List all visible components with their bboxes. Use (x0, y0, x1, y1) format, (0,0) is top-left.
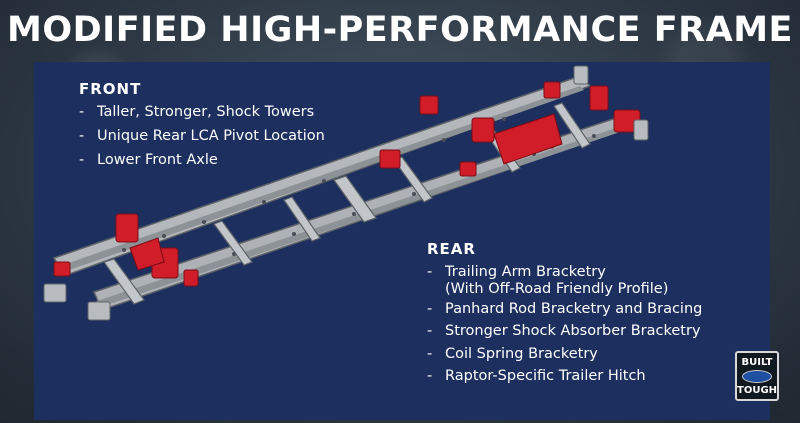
rear-feature-item: -Raptor-Specific Trailer Hitch (427, 368, 646, 384)
frame-illustration (43, 65, 649, 321)
slide-title: MODIFIED HIGH-PERFORMANCE FRAME (7, 10, 793, 50)
rear-feature-item: -Stronger Shock Absorber Bracketry (427, 323, 701, 339)
front-heading: FRONT (79, 80, 142, 98)
front-feature-item: -Taller, Stronger, Shock Towers (79, 104, 315, 120)
frame-end-brackets (43, 65, 649, 321)
ford-oval-icon (742, 370, 772, 383)
rear-heading: REAR (427, 240, 476, 258)
front-feature-list: -Taller, Stronger, Shock Towers -Unique … (79, 100, 325, 172)
built-tough-logo: BUILT TOUGH (735, 351, 779, 401)
front-feature-item: -Unique Rear LCA Pivot Location (79, 128, 325, 144)
rear-feature-item: -Trailing Arm Bracketry(With Off-Road Fr… (427, 261, 702, 298)
front-feature-item: -Lower Front Axle (79, 152, 218, 168)
rear-feature-item: -Coil Spring Bracketry (427, 345, 598, 362)
rear-feature-subline: (With Off-Road Friendly Profile) (445, 280, 669, 297)
rear-feature-item: -Panhard Rod Bracketry and Bracing (427, 300, 703, 317)
front-bracketry (53, 213, 199, 287)
rear-feature-list: -Trailing Arm Bracketry(With Off-Road Fr… (427, 261, 702, 388)
